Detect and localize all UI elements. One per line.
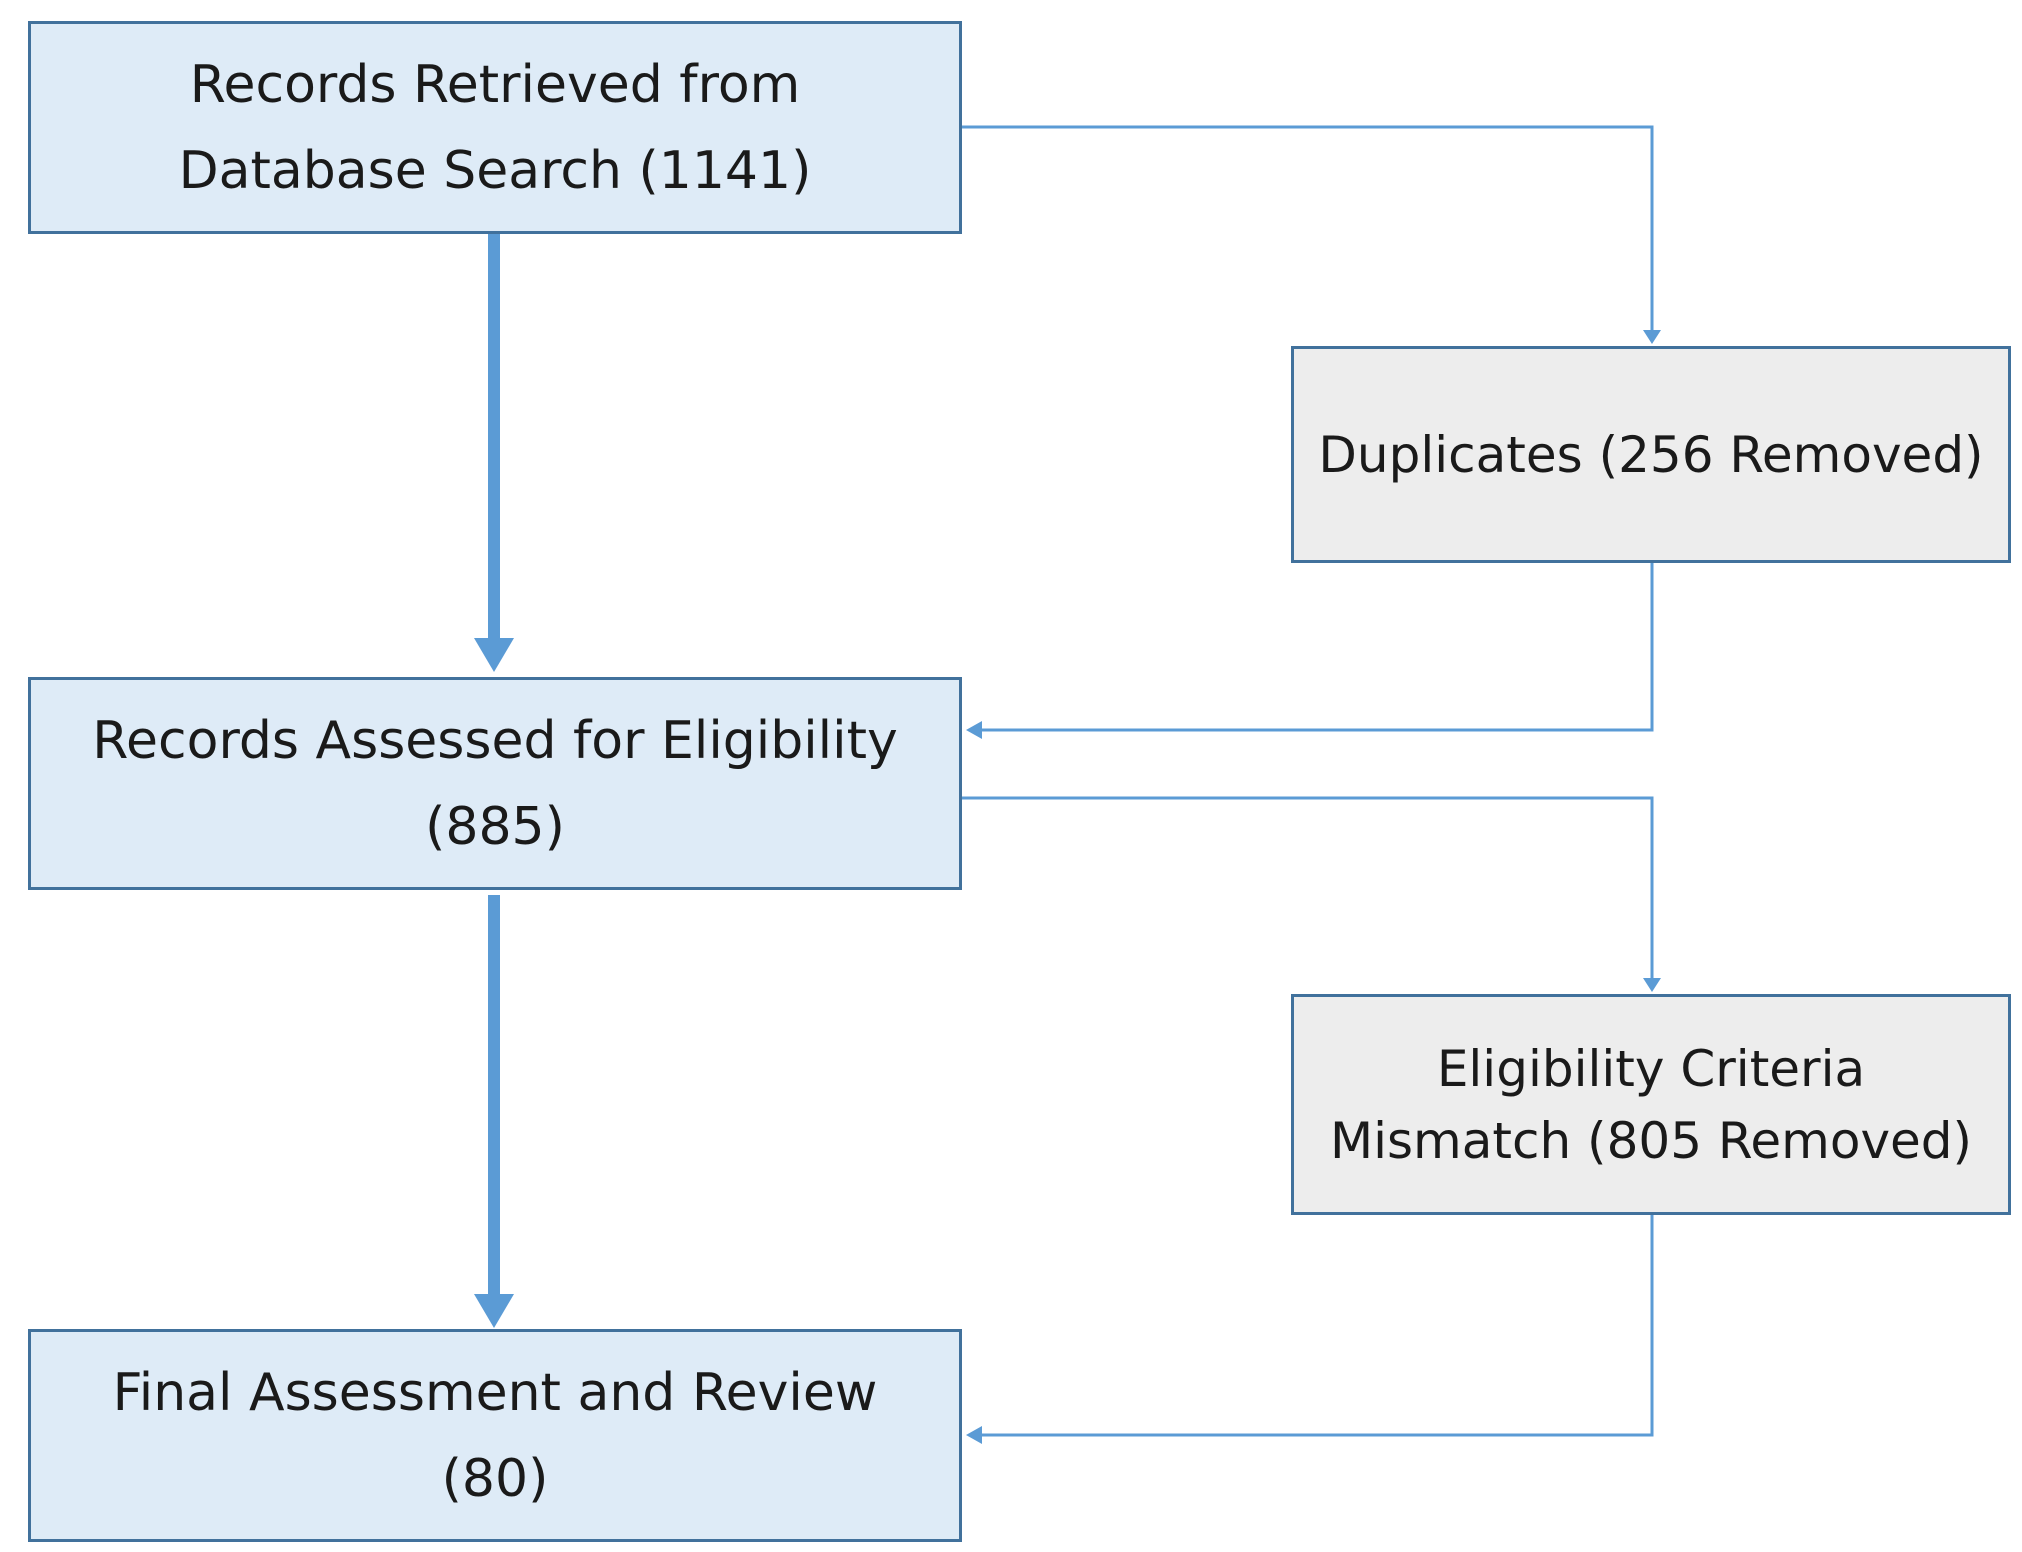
records-assessed-line1: Records Assessed for Eligibility bbox=[92, 710, 898, 771]
arrowhead-to-final bbox=[966, 1426, 982, 1444]
records-assessed-line2: (885) bbox=[425, 796, 565, 857]
connector-mismatch-to-final bbox=[980, 1215, 1654, 1437]
final-assessment-line2: (80) bbox=[441, 1448, 549, 1509]
final-assessment-box: Final Assessment and Review (80) bbox=[28, 1329, 962, 1542]
criteria-mismatch-box: Eligibility Criteria Mismatch (805 Remov… bbox=[1291, 994, 2011, 1215]
arrowhead-to-duplicates bbox=[1643, 330, 1661, 344]
records-retrieved-line1: Records Retrieved from bbox=[189, 54, 801, 115]
duplicates-line1: Duplicates (256 Removed) bbox=[1318, 425, 1984, 484]
final-assessment-line1: Final Assessment and Review bbox=[112, 1362, 878, 1423]
main-arrow-head-2 bbox=[474, 1294, 514, 1328]
connector-to-duplicates bbox=[962, 125, 1654, 332]
connector-to-criteria-mismatch bbox=[962, 796, 1654, 980]
criteria-mismatch-line1: Eligibility Criteria bbox=[1436, 1039, 1866, 1098]
arrowhead-to-assessed bbox=[966, 721, 982, 739]
connector-duplicates-to-assessed bbox=[980, 563, 1654, 732]
records-retrieved-box: Records Retrieved from Database Search (… bbox=[28, 21, 962, 234]
records-retrieved-line2: Database Search (1141) bbox=[178, 140, 812, 201]
records-assessed-box: Records Assessed for Eligibility (885) bbox=[28, 677, 962, 890]
duplicates-box: Duplicates (256 Removed) bbox=[1291, 346, 2011, 563]
main-arrow-head-1 bbox=[474, 638, 514, 672]
criteria-mismatch-line2: Mismatch (805 Removed) bbox=[1329, 1111, 1973, 1170]
arrowhead-to-criteria-mismatch bbox=[1643, 978, 1661, 992]
